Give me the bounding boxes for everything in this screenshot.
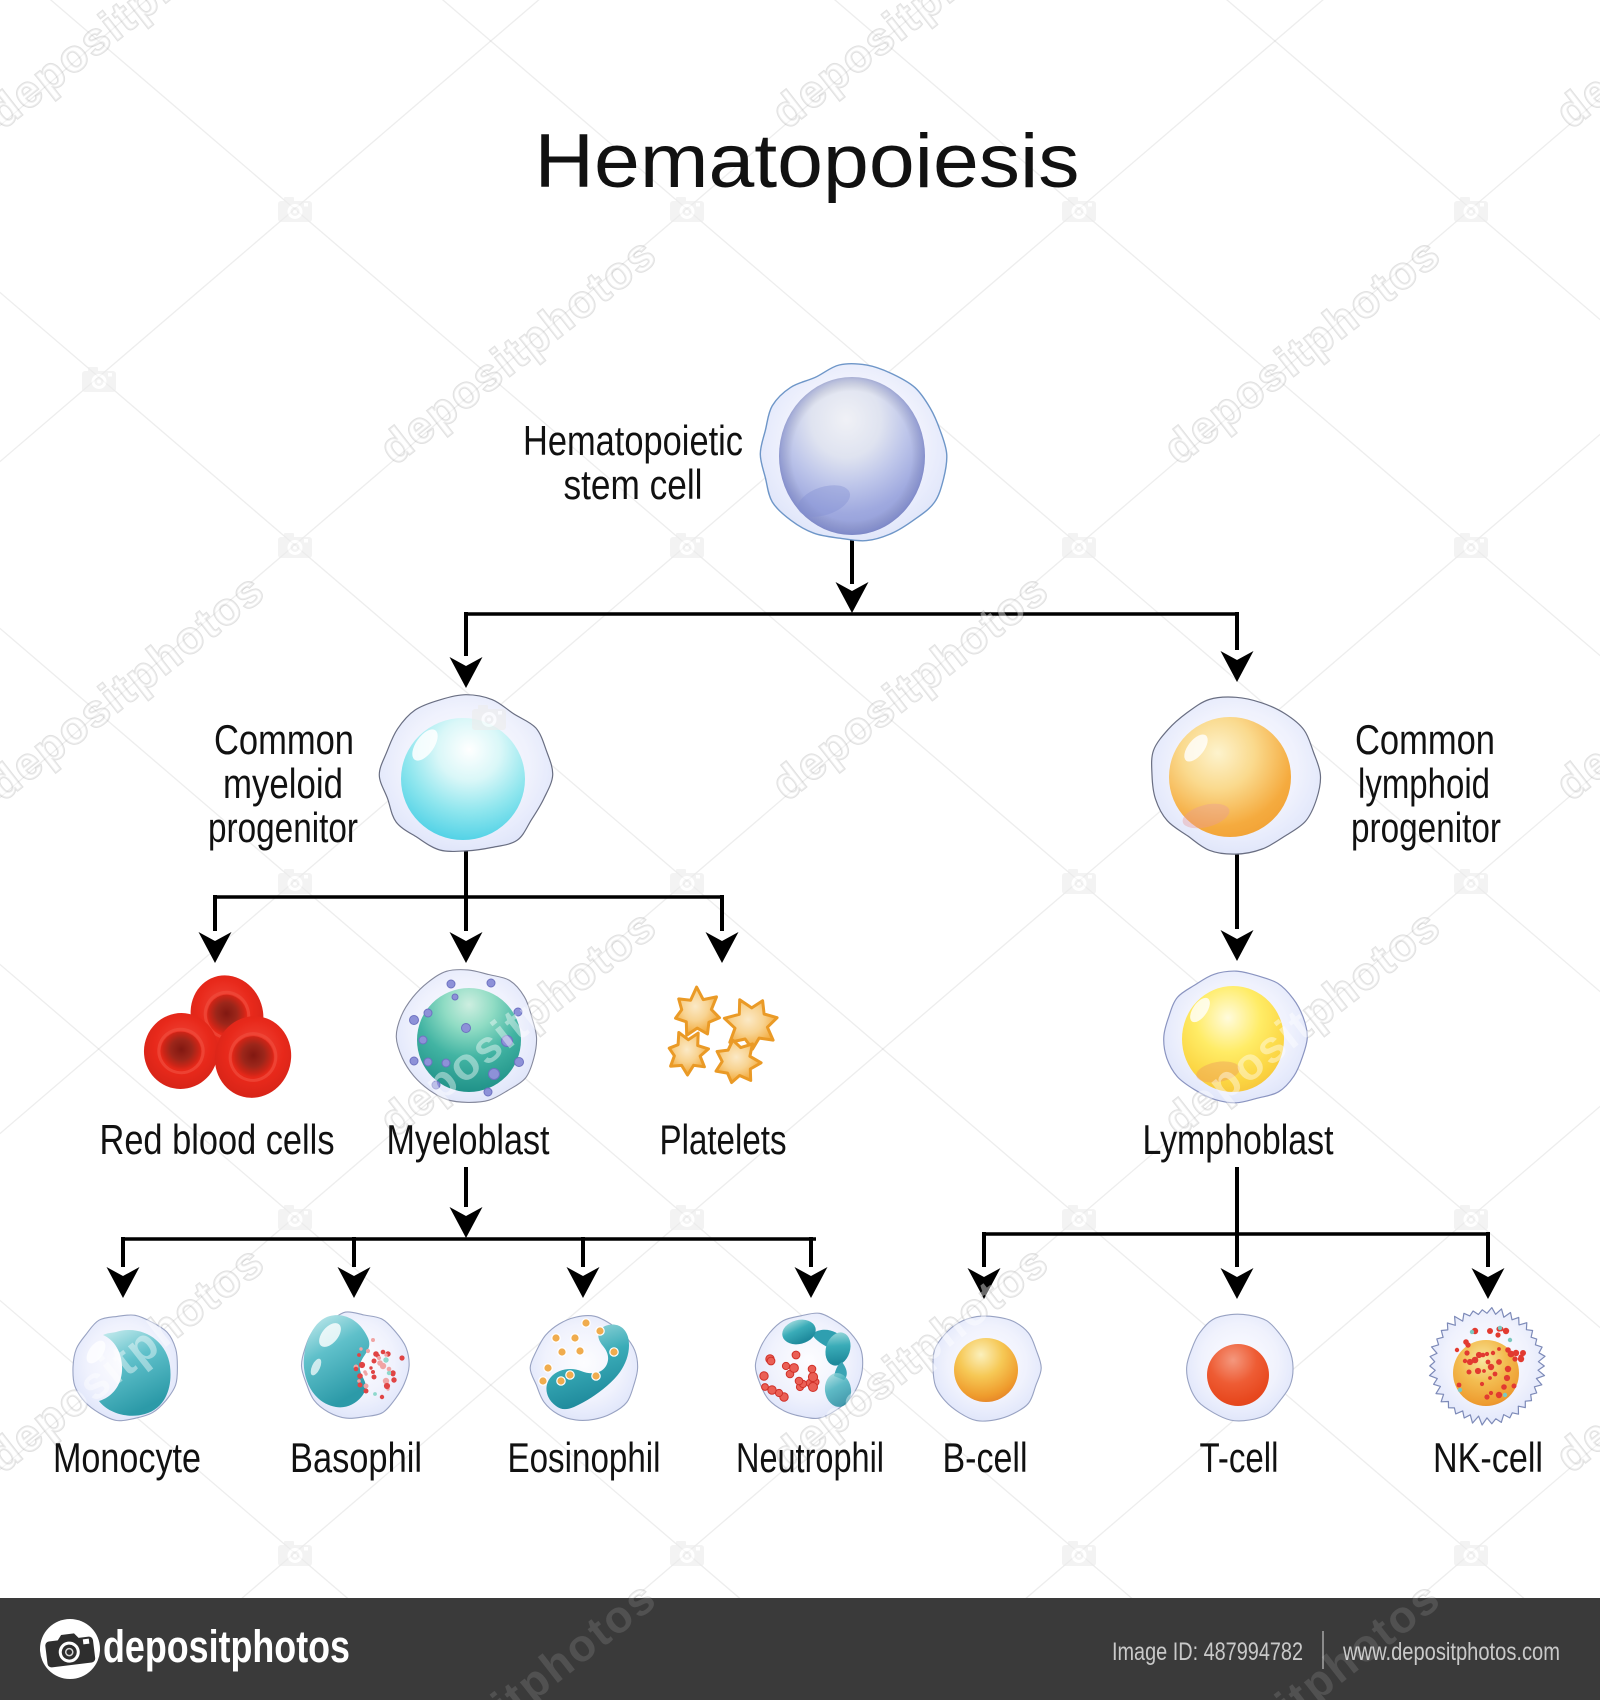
svg-text:lymphoid: lymphoid: [1358, 760, 1490, 807]
svg-text:Hematopoiesis: Hematopoiesis: [535, 119, 1080, 204]
svg-text:stem cell: stem cell: [564, 461, 703, 508]
svg-text:Basophil: Basophil: [290, 1434, 422, 1481]
svg-text:Monocyte: Monocyte: [53, 1434, 201, 1481]
svg-text:depositphotos: depositphotos: [103, 1621, 350, 1672]
svg-text:progenitor: progenitor: [208, 804, 358, 851]
svg-text:Hematopoietic: Hematopoietic: [523, 417, 743, 464]
svg-text:progenitor: progenitor: [1351, 804, 1501, 851]
svg-text:Eosinophil: Eosinophil: [508, 1434, 661, 1481]
svg-text:myeloid: myeloid: [223, 760, 343, 807]
svg-text:Myeloblast: Myeloblast: [387, 1116, 550, 1163]
svg-text:Lymphoblast: Lymphoblast: [1143, 1116, 1334, 1163]
svg-text:Red blood cells: Red blood cells: [100, 1116, 335, 1163]
svg-text:Neutrophil: Neutrophil: [736, 1434, 884, 1481]
svg-text:NK-cell: NK-cell: [1433, 1434, 1543, 1481]
svg-text:Common: Common: [1355, 716, 1495, 763]
svg-text:www.depositphotos.com: www.depositphotos.com: [1342, 1638, 1560, 1666]
svg-text:Image ID: 487994782: Image ID: 487994782: [1112, 1638, 1303, 1666]
svg-text:T-cell: T-cell: [1200, 1434, 1279, 1481]
svg-text:Common: Common: [214, 716, 354, 763]
svg-text:Platelets: Platelets: [660, 1116, 787, 1163]
svg-text:B-cell: B-cell: [943, 1434, 1028, 1481]
